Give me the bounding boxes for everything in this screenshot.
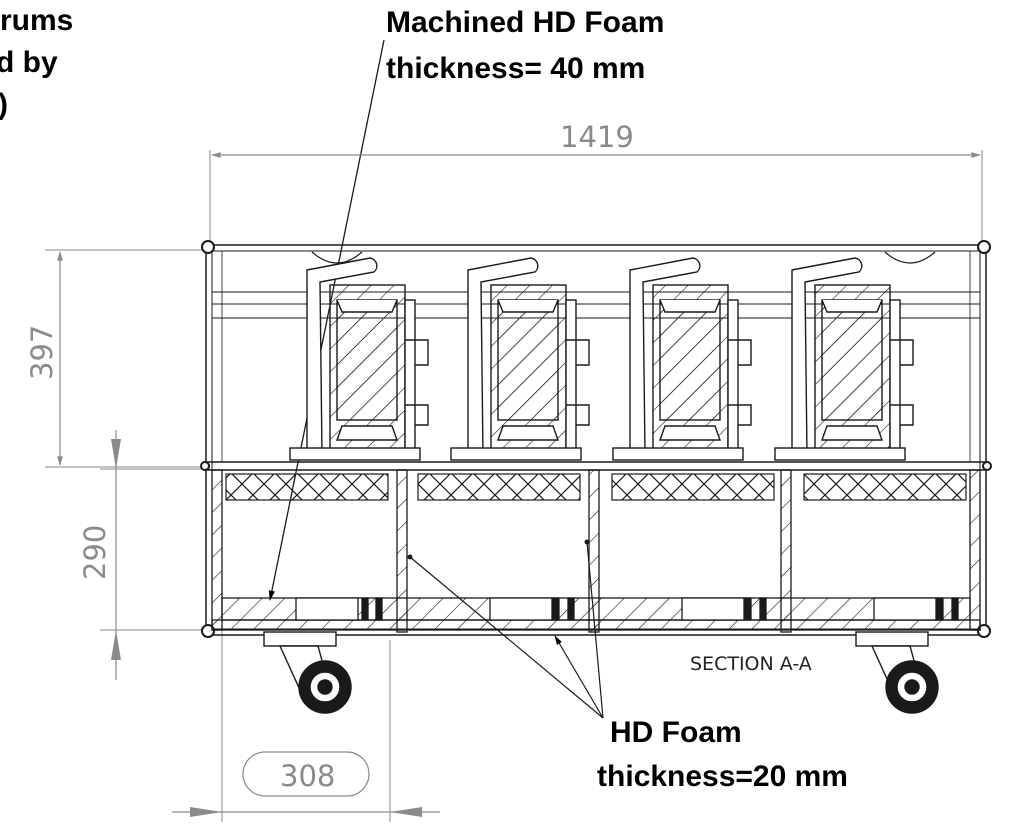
machined-foam-label-line-2: thickness= 40 mm bbox=[386, 52, 645, 85]
dimension-upper-height: 397 bbox=[25, 249, 210, 468]
machined-foam-leader bbox=[268, 39, 385, 602]
caster-right bbox=[855, 631, 939, 714]
hd-foam-label-line-2: thickness=20 mm bbox=[597, 760, 848, 793]
drums-label-line-2: d by bbox=[0, 46, 58, 79]
hd-foam-leaders bbox=[409, 541, 604, 719]
dimension-lower-height: 290 bbox=[78, 430, 210, 680]
foam-bottom-band bbox=[211, 597, 981, 631]
dimension-wheel-offset-box bbox=[242, 751, 370, 797]
drums-label-line-3: ) bbox=[0, 88, 8, 121]
drum-holder-2 bbox=[450, 257, 590, 461]
hd-foam-leader-dot-1 bbox=[407, 554, 413, 560]
hd-foam-leader-dot-2 bbox=[584, 539, 590, 545]
caster-left bbox=[263, 631, 352, 714]
dimension-wheel-offset: 308 bbox=[172, 630, 440, 822]
dimension-overall-width: 1419 bbox=[209, 120, 983, 245]
case-corners bbox=[200, 240, 992, 638]
dimension-lower-height-label: 290 bbox=[78, 525, 112, 580]
drums-label-line-1: rums bbox=[0, 4, 73, 37]
drum-holder-3 bbox=[612, 257, 752, 461]
foam-top-pads bbox=[225, 473, 967, 501]
machined-foam-label-line-1: Machined HD Foam bbox=[386, 6, 664, 39]
dimension-upper-height-label: 397 bbox=[25, 325, 59, 380]
drum-holder-1 bbox=[289, 257, 429, 461]
hd-foam-label-line-1: HD Foam bbox=[610, 716, 742, 749]
lower-dividers bbox=[211, 469, 981, 633]
dimension-overall-width-label: 1419 bbox=[560, 120, 634, 154]
dimension-wheel-offset-label: 308 bbox=[280, 759, 335, 793]
drum-holder-4 bbox=[774, 257, 914, 461]
section-label: SECTION A-A bbox=[690, 653, 812, 675]
